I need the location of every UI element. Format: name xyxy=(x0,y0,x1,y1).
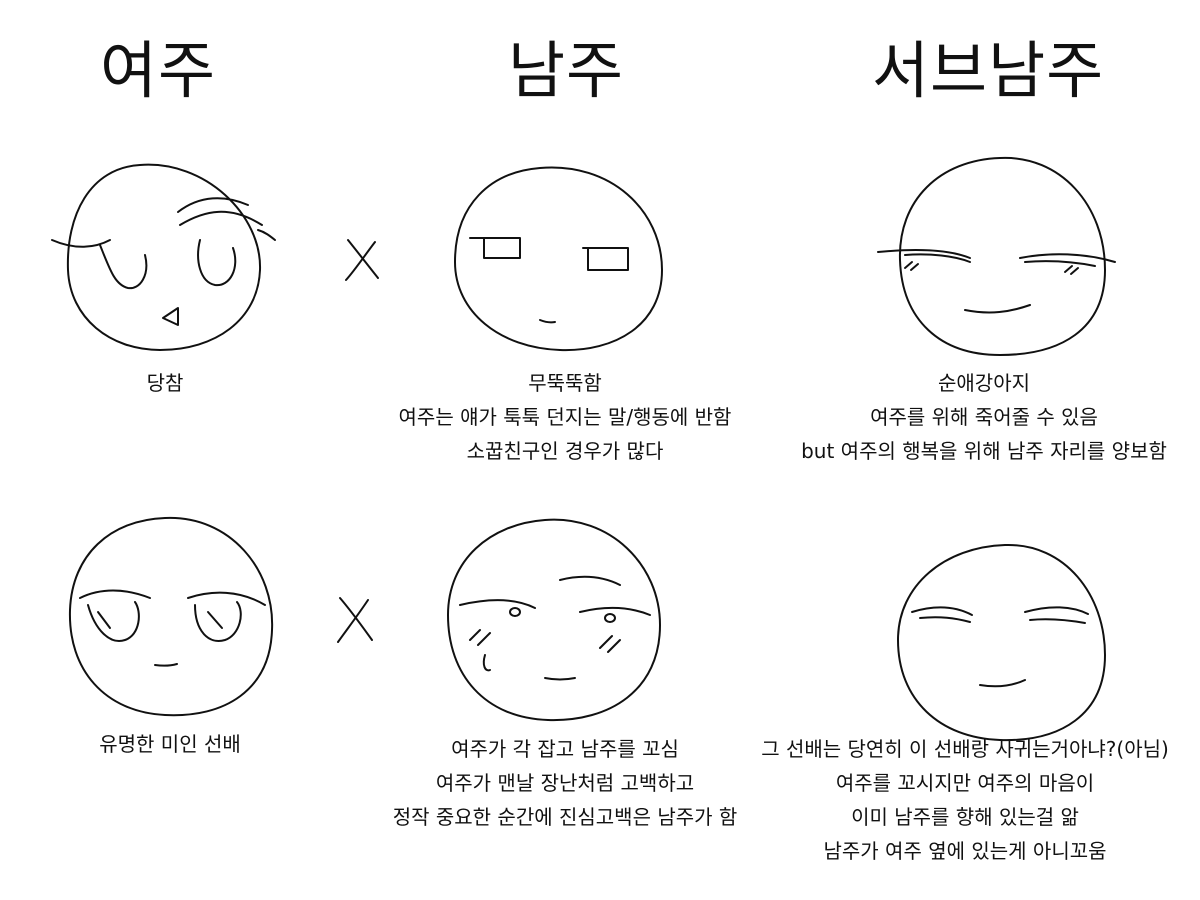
caption-line: 당참 xyxy=(146,371,184,395)
header-male-lead: 남주 xyxy=(508,34,625,107)
caption-line: 무뚝뚝함 xyxy=(528,371,602,395)
caption-female-lead-2: 유명한 미인 선배 xyxy=(60,727,280,761)
caption-line: 순애강아지 xyxy=(938,371,1030,395)
caption-line: 여주가 각 잡고 남주를 꼬심 xyxy=(451,737,679,761)
face-male-lead-2 xyxy=(447,518,661,722)
caption-line: 유명한 미인 선배 xyxy=(99,732,241,756)
face-female-lead-2 xyxy=(68,516,274,717)
cross-mark-1 xyxy=(345,239,379,281)
header-sub-male-lead: 서브남주 xyxy=(872,34,1105,107)
caption-line: 이미 남주를 향해 있는걸 앎 xyxy=(851,805,1079,829)
cross-mark-2 xyxy=(337,597,373,643)
face-sub-male-lead-2 xyxy=(897,543,1106,742)
face-male-lead-1 xyxy=(454,166,663,352)
caption-sub-male-lead-2: 그 선배는 당연히 이 선배랑 사귀는거아냐?(아님) 여주를 꼬시지만 여주의… xyxy=(730,732,1200,868)
caption-sub-male-lead-1: 순애강아지 여주를 위해 죽어줄 수 있음 but 여주의 행복을 위해 남주 … xyxy=(768,366,1200,468)
caption-line: 여주를 꼬시지만 여주의 마음이 xyxy=(835,771,1095,795)
caption-line: 여주를 위해 죽어줄 수 있음 xyxy=(870,405,1098,429)
caption-line: 그 선배는 당연히 이 선배랑 사귀는거아냐?(아님) xyxy=(761,737,1169,761)
caption-line: 정작 중요한 순간에 진심고백은 남주가 함 xyxy=(392,805,738,829)
face-sub-male-lead-1 xyxy=(877,156,1116,356)
caption-male-lead-1: 무뚝뚝함 여주는 얘가 툭툭 던지는 말/행동에 반함 소꿉친구인 경우가 많다 xyxy=(355,366,775,468)
face-female-lead-1 xyxy=(51,163,276,351)
caption-line: 남주가 여주 옆에 있는게 아니꼬움 xyxy=(823,839,1107,863)
caption-line: 여주가 맨날 장난처럼 고백하고 xyxy=(435,771,695,795)
caption-line: but 여주의 행복을 위해 남주 자리를 양보함 xyxy=(801,439,1167,463)
caption-line: 여주는 얘가 툭툭 던지는 말/행동에 반함 xyxy=(398,405,732,429)
header-female-lead: 여주 xyxy=(100,34,217,107)
caption-female-lead-1: 당참 xyxy=(105,366,225,400)
caption-male-lead-2: 여주가 각 잡고 남주를 꼬심 여주가 맨날 장난처럼 고백하고 정작 중요한 … xyxy=(355,732,775,834)
caption-line: 소꿉친구인 경우가 많다 xyxy=(466,439,664,463)
